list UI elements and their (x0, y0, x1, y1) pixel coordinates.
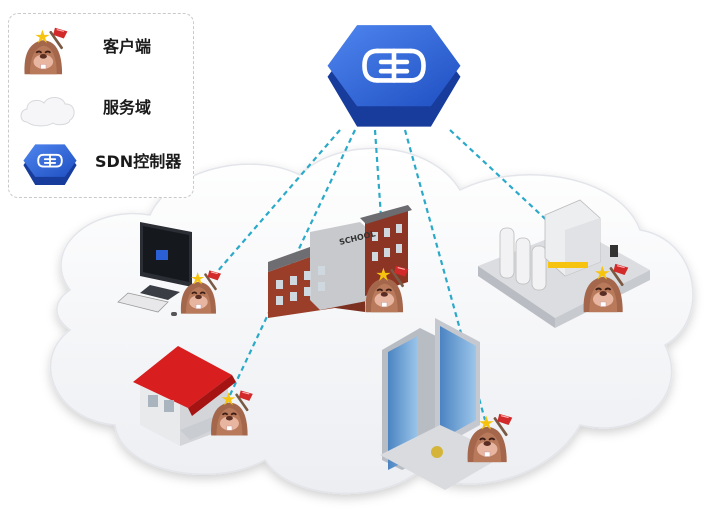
desktop-computer (117, 222, 192, 316)
link-to-factory-client (449, 129, 601, 271)
legend: 客户端 服务域 SDN控制器 (8, 13, 194, 198)
legend-label-service-domain: 服务域 (103, 98, 152, 117)
legend-label-sdn-controller: SDN控制器 (95, 152, 182, 171)
school-building: SCHOOL (268, 205, 412, 318)
legend-label-client: 客户端 (103, 37, 152, 56)
sdn-controller (328, 25, 461, 127)
cloud-icon (20, 97, 75, 127)
link-to-desktop-client (209, 129, 341, 281)
house (133, 346, 240, 446)
client-mole-icon (23, 26, 69, 76)
sdn-controller-icon (22, 143, 78, 187)
service-domain-cloud (49, 147, 694, 495)
legend-item-sdn-controller: SDN控制器 (9, 138, 193, 188)
legend-item-client: 客户端 (9, 24, 193, 76)
legend-item-service-domain: 服务域 (9, 84, 193, 134)
